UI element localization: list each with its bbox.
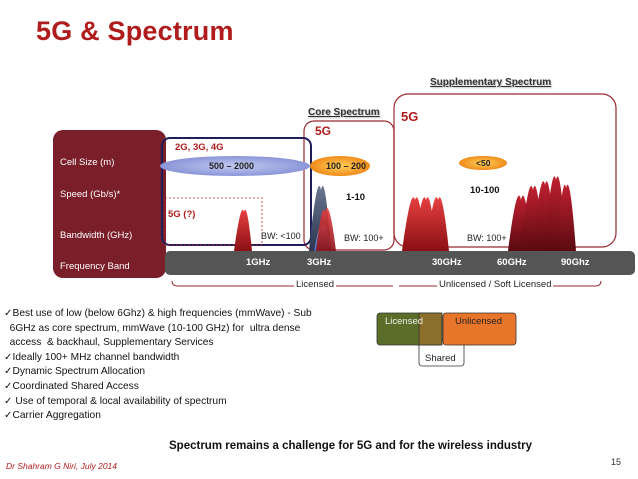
- bullet-item: access & backhaul, Supplementary Service…: [4, 337, 214, 349]
- bullet-item: ✓Ideally 100+ MHz channel bandwidth: [4, 351, 180, 363]
- bandwidth-low-text: BW: <100: [261, 231, 301, 241]
- bullet-item: ✓ Use of temporal & local availability o…: [4, 395, 227, 407]
- cell-size-ellipse-high: [459, 156, 507, 170]
- five-g-question-label: 5G (?): [168, 209, 196, 220]
- venn-overlap-box: [418, 312, 443, 346]
- footer-note: Spectrum remains a challenge for 5G and …: [169, 440, 532, 452]
- bullet-item: ✓Best use of low (below 6Ghz) & high fre…: [4, 308, 312, 319]
- cell-size-high-text: <50: [476, 158, 491, 168]
- spike-high-5: [556, 184, 576, 251]
- freq-tick-3ghz: 3GHz: [307, 257, 332, 268]
- freq-tick-60ghz: 60GHz: [497, 257, 527, 268]
- freq-tick-90ghz: 90Ghz: [561, 257, 590, 268]
- venn-licensed-label: Licensed: [385, 316, 424, 327]
- legacy-box: [161, 137, 312, 246]
- bullet-item: ✓Dynamic Spectrum Allocation: [4, 366, 146, 378]
- row-label-speed: Speed (Gb/s)*: [60, 189, 121, 200]
- speed-core-text: 1-10: [346, 192, 366, 203]
- spike-30ghz-3: [426, 197, 449, 251]
- core-spectrum-box: [303, 120, 395, 251]
- spike-core-red: [316, 208, 336, 251]
- five-g-question-box: [164, 197, 263, 246]
- licensed-label: Licensed: [294, 279, 337, 290]
- unlicensed-bracket: [399, 280, 602, 287]
- freq-tick-1ghz: 1GHz: [246, 257, 271, 268]
- licensed-bracket: [171, 280, 393, 287]
- cell-size-ellipse-core: [310, 156, 370, 176]
- speed-high-text: 10-100: [470, 185, 500, 196]
- frequency-band-bar: [165, 251, 635, 275]
- row-label-cell-size: Cell Size (m): [60, 157, 115, 168]
- page-title: 5G & Spectrum: [36, 16, 234, 46]
- core-spectrum-label: Core Spectrum: [308, 107, 380, 118]
- cell-size-low-text: 500 – 2000: [209, 161, 255, 171]
- venn-shared-label: Shared: [425, 353, 456, 364]
- bandwidth-high-text: BW: 100+: [467, 233, 507, 243]
- core-5g-label: 5G: [315, 124, 332, 138]
- cell-size-ellipse-low: [160, 156, 310, 176]
- cell-size-core-text: 100 – 200: [326, 161, 367, 171]
- unlicensed-soft-label: Unlicensed / Soft Licensed: [437, 279, 554, 290]
- row-label-panel: [53, 130, 166, 278]
- supp-5g-label: 5G: [401, 109, 419, 124]
- bullet-item: ✓Coordinated Shared Access: [4, 380, 139, 392]
- supplementary-spectrum-label: Supplementary Spectrum: [430, 77, 552, 88]
- row-label-frequency-band: Frequency Band: [60, 261, 130, 272]
- legacy-label: 2G, 3G, 4G: [175, 142, 224, 153]
- bullet-list: ✓Best use of low (below 6Ghz) & high fre…: [4, 307, 374, 424]
- row-label-bandwidth: Bandwidth (GHz): [60, 230, 133, 241]
- bullet-item: ✓Carrier Aggregation: [4, 410, 101, 422]
- bandwidth-core-text: BW: 100+: [344, 233, 384, 243]
- freq-tick-30ghz: 30GHz: [432, 257, 462, 268]
- venn-unlicensed-label: Unlicensed: [455, 316, 502, 327]
- spike-low-band: [234, 209, 252, 251]
- author-credit: Dr Shahram G Niri, July 2014: [6, 461, 118, 471]
- page-number: 15: [611, 457, 622, 467]
- venn-unlicensed-box: [442, 312, 517, 346]
- bullet-item: 6GHz as core spectrum, mmWave (10-100 GH…: [4, 322, 301, 334]
